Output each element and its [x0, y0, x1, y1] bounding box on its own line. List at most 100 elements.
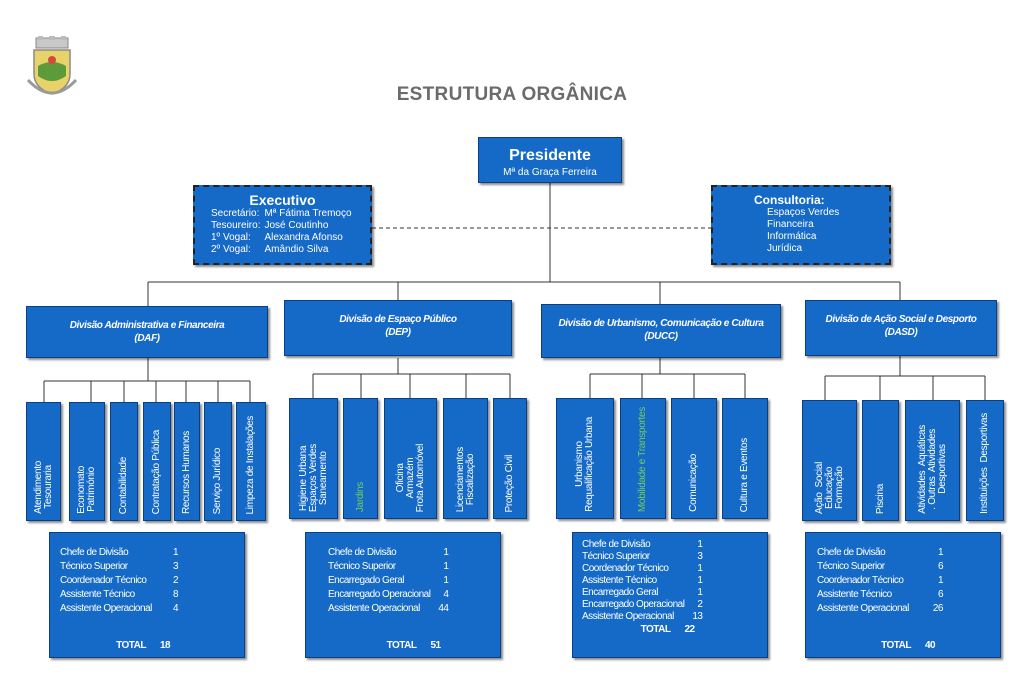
staff-role: Coordenador Técnico	[817, 574, 904, 586]
unit-label: Contabilidade	[118, 456, 129, 514]
staff-count: 13	[692, 610, 703, 622]
staff-count: 4	[443, 588, 449, 600]
executive-member: 1º Vogal: Alexandra Afonso	[211, 232, 356, 244]
division-ducc-box: Divisão de Urbanismo, Comunicação e Cult…	[541, 304, 781, 358]
staff-total: 40	[925, 640, 936, 651]
unit-box: Mobilidade e Transportes	[620, 398, 666, 519]
staff-summary-ducc: Chefe de Divisão 1 Técnico Superior 3 Coor…	[572, 532, 768, 658]
staff-role: Técnico Superior	[60, 560, 128, 572]
division-name: Divisão Administrativa e Financeira	[69, 320, 225, 331]
staff-total-label: TOTAL	[881, 640, 911, 651]
staff-role: Coordenador Técnico	[582, 562, 669, 574]
staff-count: 1	[937, 574, 944, 586]
unit-box: Instituições Desportivas	[966, 400, 1004, 521]
unit-label: Ação Social Educação Formação	[813, 462, 845, 514]
staff-count: 6	[937, 588, 944, 600]
staff-role: Encarregado Geral	[582, 586, 659, 598]
unit-box: Economato Património	[69, 402, 105, 521]
staff-role: Assistente Operacional	[582, 610, 674, 622]
staff-count: 1	[443, 546, 449, 558]
staff-role: Assistente Técnico	[60, 588, 135, 600]
staff-role: Chefe de Divisão	[60, 546, 129, 558]
unit-label: Oficina Armazém Frota Automóvel	[394, 443, 426, 512]
staff-count: 8	[172, 588, 179, 600]
staff-role: Encarregado Operacional	[328, 588, 431, 600]
consultancy-item: Informática	[767, 231, 817, 242]
member-role: Secretário:	[211, 208, 260, 219]
page-title: ESTRUTURA ORGÂNICA	[396, 84, 628, 105]
staff-total-label: TOTAL	[386, 640, 417, 651]
member-name: Alexandra Afonso	[264, 232, 343, 243]
staff-role: Encarregado Geral	[328, 574, 405, 586]
staff-row: Coordenador Técnico 2	[60, 573, 180, 587]
unit-label: Comunicação	[688, 454, 699, 512]
unit-label: Mobilidade e Transportes	[637, 406, 648, 512]
executive-members: Secretário:Mª Fátima Tremoço Tesoureiro:…	[211, 208, 356, 256]
consultancy-item: Financeira	[767, 219, 814, 230]
staff-role: Assistente Técnico	[817, 588, 892, 600]
staff-row: Assistente Técnico 6	[817, 587, 945, 601]
unit-box: Comunicação	[671, 398, 717, 519]
division-abbr: (DASD)	[884, 327, 918, 338]
unit-box: Limpeza de Instalações	[236, 402, 266, 521]
staff-role: Técnico Superior	[328, 560, 396, 572]
staff-summary-dep: Chefe de Divisão 1 Técnico Superior 1 Enca…	[305, 532, 501, 658]
unit-label: Atividades Aquáticas . Outras Atividades…	[916, 425, 948, 514]
staff-role: Técnico Superior	[582, 550, 650, 562]
staff-row: Chefe de Divisão 1	[582, 538, 704, 550]
unit-box: Serviço Jurídico	[204, 402, 232, 521]
staff-role: Chefe de Divisão	[582, 538, 651, 550]
unit-label: Limpeza de Instalações	[245, 415, 256, 514]
unit-box: Ação Social Educação Formação	[802, 400, 857, 521]
staff-count: 1	[443, 574, 449, 586]
executive-member: 2º Vogal:Amândio Silva	[211, 244, 356, 256]
consultancy-box: Consultoria: Espaços Verdes Financeira I…	[711, 185, 891, 265]
president-box: Presidente Mª da Graça Ferreira	[478, 137, 622, 183]
member-name: José Coutinho	[264, 220, 329, 231]
unit-label: Cultura e Eventos	[739, 437, 750, 512]
unit-label: Economato Património	[76, 466, 97, 514]
staff-row: Assistente Operacional 26	[817, 601, 945, 615]
unit-box: Atividades Aquáticas . Outras Atividades…	[905, 400, 960, 521]
staff-total: 22	[684, 623, 695, 635]
staff-row: Técnico Superior 3	[582, 550, 704, 562]
staff-count: 3	[172, 560, 179, 572]
unit-box: Urbanismo Requalificação Urbana	[556, 398, 614, 519]
staff-row: Chefe de Divisão 1	[328, 545, 450, 559]
division-name: Divisão de Ação Social e Desporto	[825, 314, 977, 325]
unit-label: Recursos Humanos	[181, 430, 192, 514]
executive-title: Executivo	[249, 192, 316, 208]
staff-count: 2	[172, 574, 179, 586]
staff-total-label: TOTAL	[116, 640, 146, 651]
division-name: Divisão de Espaço Público	[339, 314, 457, 325]
executive-member: Tesoureiro:José Coutinho	[211, 220, 356, 232]
staff-count: 1	[697, 586, 703, 598]
staff-count: 44	[438, 602, 449, 614]
unit-label: Urbanismo Requalificação Urbana	[574, 417, 595, 512]
staff-role: Chefe de Divisão	[817, 546, 886, 558]
staff-role: Chefe de Divisão	[328, 546, 397, 558]
staff-row: Coordenador Técnico 1	[817, 573, 945, 587]
staff-count: 1	[697, 538, 703, 550]
staff-count: 1	[443, 560, 449, 572]
staff-count: 26	[932, 602, 944, 614]
staff-count: 3	[697, 550, 703, 562]
unit-box: Jardins	[343, 398, 378, 519]
staff-role: Assistente Técnico	[582, 574, 657, 586]
president-name: Mª da Graça Ferreira	[503, 167, 597, 178]
division-abbr: (DAF)	[134, 333, 160, 344]
municipal-coat-of-arms-logo	[26, 36, 78, 95]
staff-role: Coordenador Técnico	[60, 574, 147, 586]
staff-count: 1	[697, 562, 703, 574]
unit-label: Proteção Civil	[504, 454, 515, 513]
staff-role: Assistente Operacional	[817, 602, 909, 614]
member-role: 2º Vogal:	[211, 244, 251, 255]
unit-label: Contratação Pública	[151, 429, 162, 514]
member-role: 1º Vogal:	[211, 232, 251, 243]
